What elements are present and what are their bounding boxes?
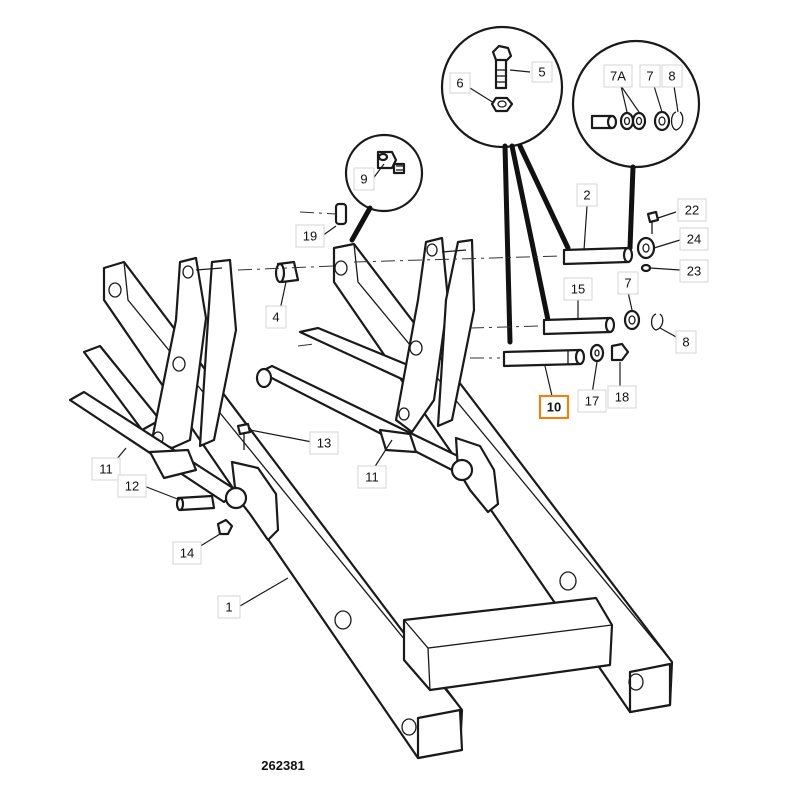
callout-label: 8: [682, 335, 689, 350]
detail-circle-bolt-nut: [440, 25, 564, 149]
callout-11-right[interactable]: 11: [357, 465, 387, 489]
callout-label: 17: [585, 394, 599, 409]
callout-label: 11: [99, 462, 113, 477]
callout-label: 14: [180, 546, 194, 561]
callout-8[interactable]: 8: [675, 330, 697, 354]
callout-label: 7: [646, 69, 653, 84]
callout-label: 22: [685, 203, 699, 218]
callout-label: 11: [365, 470, 379, 485]
loose-parts: [175, 202, 664, 536]
detail-circle-grease-nipple: [344, 133, 424, 213]
callout-8-detail[interactable]: 8: [661, 64, 683, 88]
callout-label: 1: [225, 600, 232, 615]
callout-18[interactable]: 18: [607, 385, 637, 409]
callout-label: 5: [538, 65, 545, 80]
callout-23[interactable]: 23: [679, 259, 709, 283]
callout-label: 7A: [610, 69, 626, 84]
callout-label: 15: [571, 282, 585, 297]
callout-1[interactable]: 1: [217, 595, 241, 619]
callout-5[interactable]: 5: [531, 61, 553, 83]
callout-12[interactable]: 12: [117, 474, 147, 498]
callout-label: 23: [687, 264, 701, 279]
callout-9[interactable]: 9: [353, 167, 375, 191]
callout-14[interactable]: 14: [172, 541, 202, 565]
callout-label: 7: [624, 276, 631, 291]
callout-13[interactable]: 13: [309, 431, 339, 455]
callout-15[interactable]: 15: [563, 277, 593, 301]
callout-7[interactable]: 7: [617, 271, 639, 295]
callout-7-detail[interactable]: 7: [639, 64, 661, 88]
callout-label: 6: [456, 76, 463, 91]
callout-label: 8: [668, 69, 675, 84]
callout-22[interactable]: 22: [677, 198, 707, 222]
callout-label: 9: [360, 172, 367, 187]
callout-label: 13: [317, 436, 331, 451]
callout-2[interactable]: 2: [576, 183, 598, 207]
callout-7a[interactable]: 7A: [603, 64, 633, 88]
callout-4[interactable]: 4: [265, 305, 287, 329]
callout-label: 24: [687, 232, 701, 247]
alignment-lines: [237, 211, 561, 359]
callout-label: 12: [125, 479, 139, 494]
callout-24[interactable]: 24: [679, 227, 709, 251]
callout-17[interactable]: 17: [577, 389, 607, 413]
callout-label: 2: [583, 188, 590, 203]
detail-circle-washers: [571, 39, 701, 169]
callout-label: 10: [547, 400, 561, 415]
callout-10-highlighted[interactable]: 10: [539, 395, 569, 419]
callout-label: 4: [272, 310, 279, 325]
callout-19[interactable]: 19: [295, 224, 325, 248]
callout-label: 19: [303, 229, 317, 244]
loader-frame-assembly: [68, 236, 674, 760]
callout-6[interactable]: 6: [449, 72, 471, 94]
callout-11-left[interactable]: 11: [91, 457, 121, 481]
detail-pointers: [349, 143, 636, 345]
diagram-reference-number: 262381: [261, 758, 304, 773]
callout-label: 18: [615, 390, 629, 405]
